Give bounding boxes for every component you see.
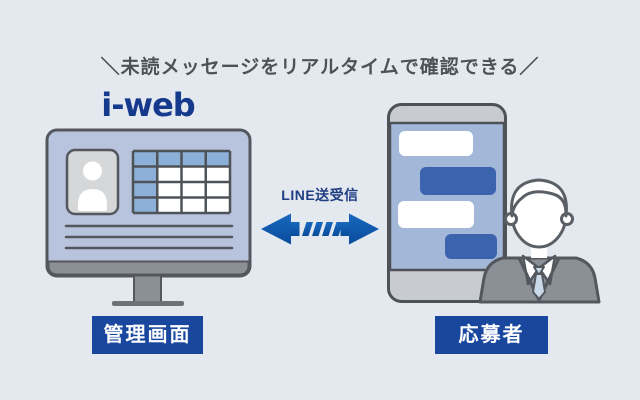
monitor-stand-neck <box>133 274 162 304</box>
user-photo-icon <box>65 148 120 216</box>
admin-monitor-illustration <box>45 128 252 306</box>
monitor-chin <box>47 260 250 276</box>
data-table-icon <box>131 149 232 215</box>
sync-double-arrow-icon <box>261 213 379 245</box>
head <box>504 178 574 258</box>
headline: ＼未読メッセージをリアルタイムで確認できる／ <box>100 57 540 78</box>
admin-screen-tag: 管理画面 <box>92 316 203 354</box>
text-lines <box>64 224 234 250</box>
connection-label: LINE送受信 <box>281 187 359 203</box>
hair <box>510 178 568 218</box>
smartphone-illustration <box>387 103 507 303</box>
chat-bubble-received <box>398 201 474 228</box>
chat-bubbles <box>398 131 497 259</box>
tie <box>532 266 546 300</box>
monitor-stand-base <box>112 301 184 306</box>
iweb-logo: i-web <box>101 86 195 124</box>
applicant-person-icon <box>478 178 601 304</box>
applicant-tag: 応募者 <box>435 316 548 354</box>
chat-bubble-sent <box>420 167 496 195</box>
chat-bubble-received <box>399 131 473 156</box>
chat-bubble-sent <box>445 234 497 259</box>
